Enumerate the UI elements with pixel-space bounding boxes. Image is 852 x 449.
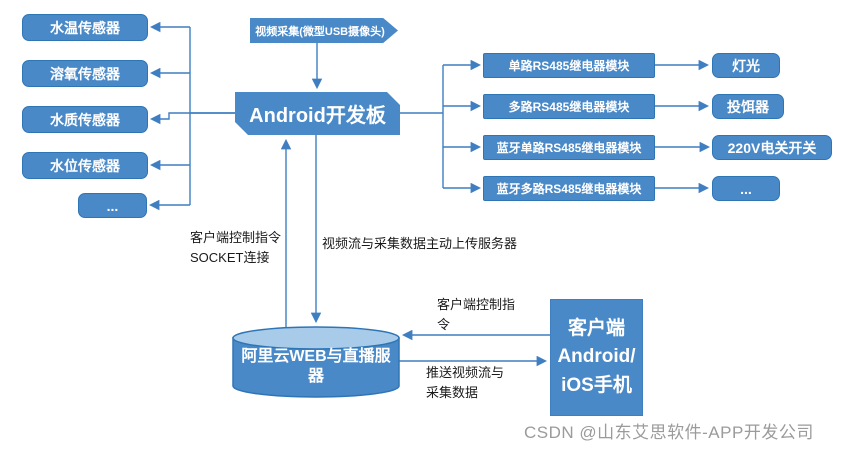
label-upload-stream: 视频流与采集数据主动上传服务器 — [322, 236, 518, 251]
client-box: 客户端 Android/ iOS手机 — [550, 299, 643, 416]
sensor-box-dissolved-oxygen: 溶氧传感器 — [22, 60, 148, 87]
sensor-box-more: ... — [78, 193, 147, 218]
csdn-watermark: CSDN @山东艾思软件-APP开发公司 — [524, 423, 814, 442]
sensor-box-water-quality: 水质传感器 — [22, 106, 148, 133]
relay-box-multi-rs485: 多路RS485继电器模块 — [483, 94, 655, 119]
sensor-box-water-level: 水位传感器 — [22, 152, 148, 179]
device-box-more: ... — [712, 176, 780, 201]
server-label: 阿里云WEB与直播服 器 — [241, 348, 391, 385]
device-box-feeder: 投饵器 — [712, 94, 784, 119]
sensor-box-water-temperature: 水温传感器 — [22, 14, 148, 41]
label-push-stream: 推送视频流与 采集数据 — [426, 365, 505, 400]
device-box-light: 灯光 — [712, 53, 780, 78]
android-board-box: Android开发板 — [235, 92, 400, 135]
server-cylinder — [232, 326, 400, 398]
label-socket-connection: 客户端控制指令 SOCKET连接 — [190, 230, 282, 265]
video-capture-banner: 视频采集(微型USB摄像头) — [250, 18, 398, 43]
label-client-command: 客户端控制指 令 — [437, 297, 516, 332]
relay-box-bt-single-rs485: 蓝牙单路RS485继电器模块 — [483, 135, 655, 160]
edge-to-sensor-3 — [149, 112, 235, 125]
relay-box-bt-multi-rs485: 蓝牙多路RS485继电器模块 — [483, 176, 655, 201]
device-box-220v-switch: 220V电关开关 — [712, 135, 832, 160]
relay-box-single-rs485: 单路RS485继电器模块 — [483, 53, 655, 78]
